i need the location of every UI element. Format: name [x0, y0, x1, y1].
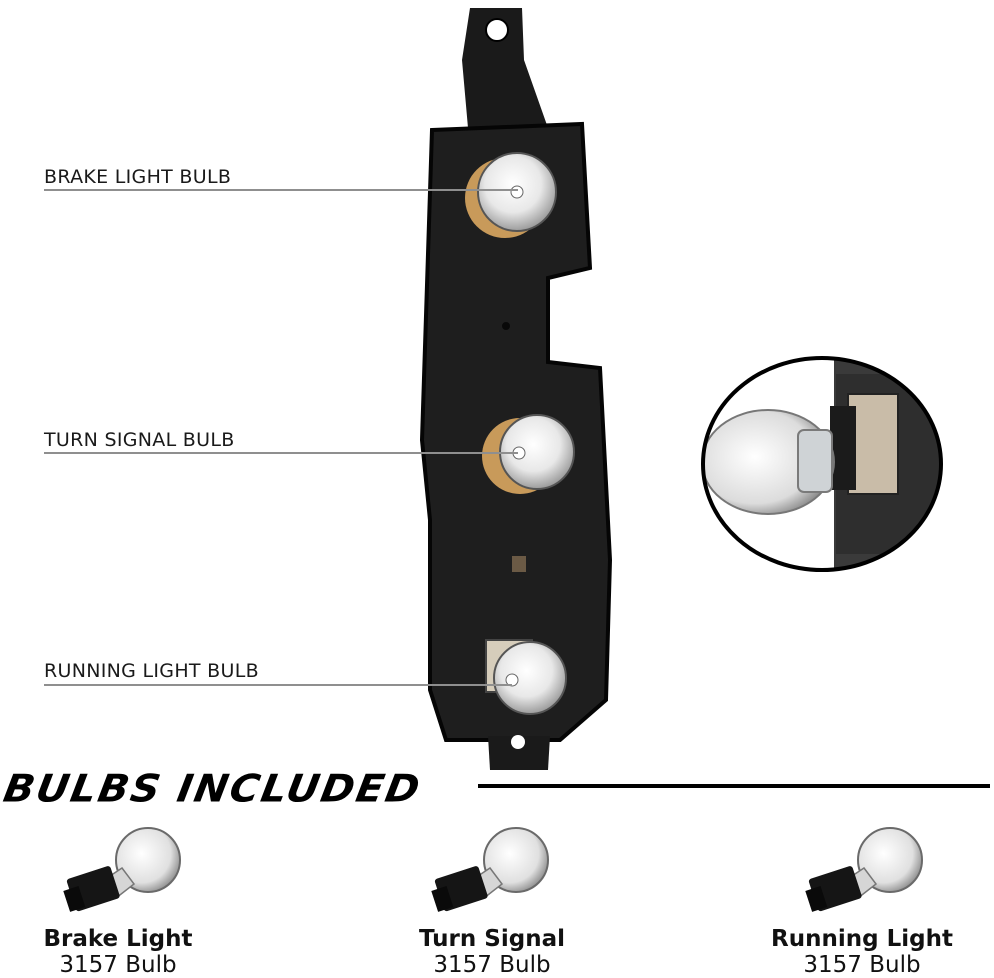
bulb-card-turn-signal: Turn Signal 3157 Bulb	[372, 926, 612, 978]
bulb-name: Brake Light	[43, 926, 193, 952]
brake-light-bulb-icon	[63, 827, 181, 912]
callout-brake-light-bulb: BRAKE LIGHT BULB	[44, 166, 232, 188]
turn-signal-bulb-icon	[431, 827, 549, 912]
bulb-type: 3157 Bulb	[803, 952, 921, 978]
callout-line-turn	[44, 452, 518, 454]
bulb-card-brake-light: Brake Light 3157 Bulb	[0, 926, 238, 978]
callout-running-light-bulb: RUNNING LIGHT BULB	[44, 660, 259, 682]
bulb-card-running-light: Running Light 3157 Bulb	[742, 926, 982, 978]
bulb-name: Running Light	[771, 926, 953, 952]
callout-line-running	[44, 684, 512, 686]
callout-turn-signal-bulb: TURN SIGNAL BULB	[44, 429, 235, 451]
running-light-bulb-icon	[805, 827, 923, 912]
callout-line-brake	[44, 189, 518, 191]
bulb-name: Turn Signal	[419, 926, 565, 952]
heading-rule	[478, 784, 990, 788]
bulb-type: 3157 Bulb	[59, 952, 177, 978]
section-heading: BULBS INCLUDED	[0, 767, 425, 811]
bulb-socket-closeup-inset	[701, 356, 943, 572]
bulb-type: 3157 Bulb	[433, 952, 551, 978]
